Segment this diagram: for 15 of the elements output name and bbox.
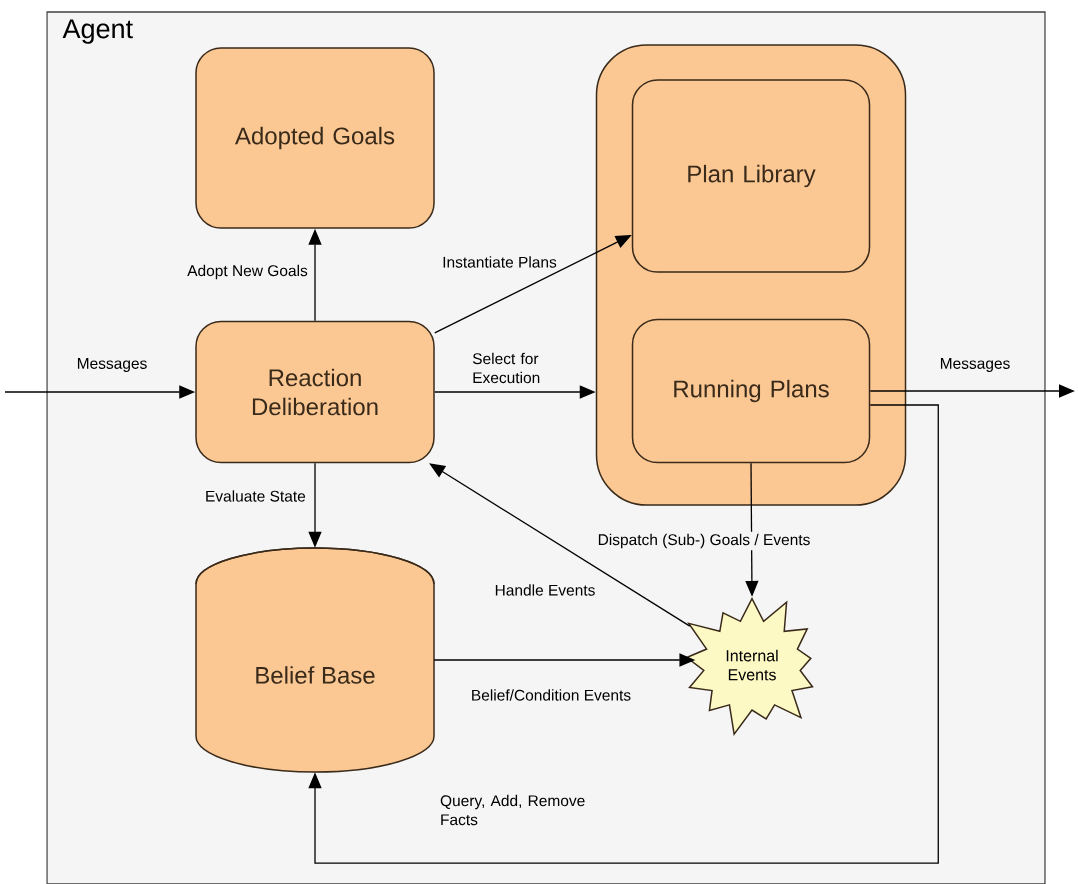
arrow	[308, 404, 939, 864]
edge-label: Select for Execution	[470, 350, 585, 386]
process-box: Plan Library	[631, 79, 871, 273]
edge-label: Query, Add, Remove Facts	[438, 792, 592, 828]
edge-label: Messages	[937, 356, 1013, 374]
database-cylinder: Belief Base	[195, 547, 435, 773]
process-box: Adopted Goals	[195, 47, 435, 229]
process-box: Reaction Deliberation	[195, 320, 435, 464]
arrow	[429, 463, 691, 627]
edge-label: Messages	[74, 356, 150, 374]
edge-label: Belief/Condition Events	[468, 687, 634, 703]
edge-label: Instantiate Plans	[440, 254, 559, 270]
edge-label: Handle Events	[492, 582, 598, 598]
edge-label: Evaluate State	[203, 488, 308, 504]
process-box: Running Plans	[631, 318, 871, 464]
